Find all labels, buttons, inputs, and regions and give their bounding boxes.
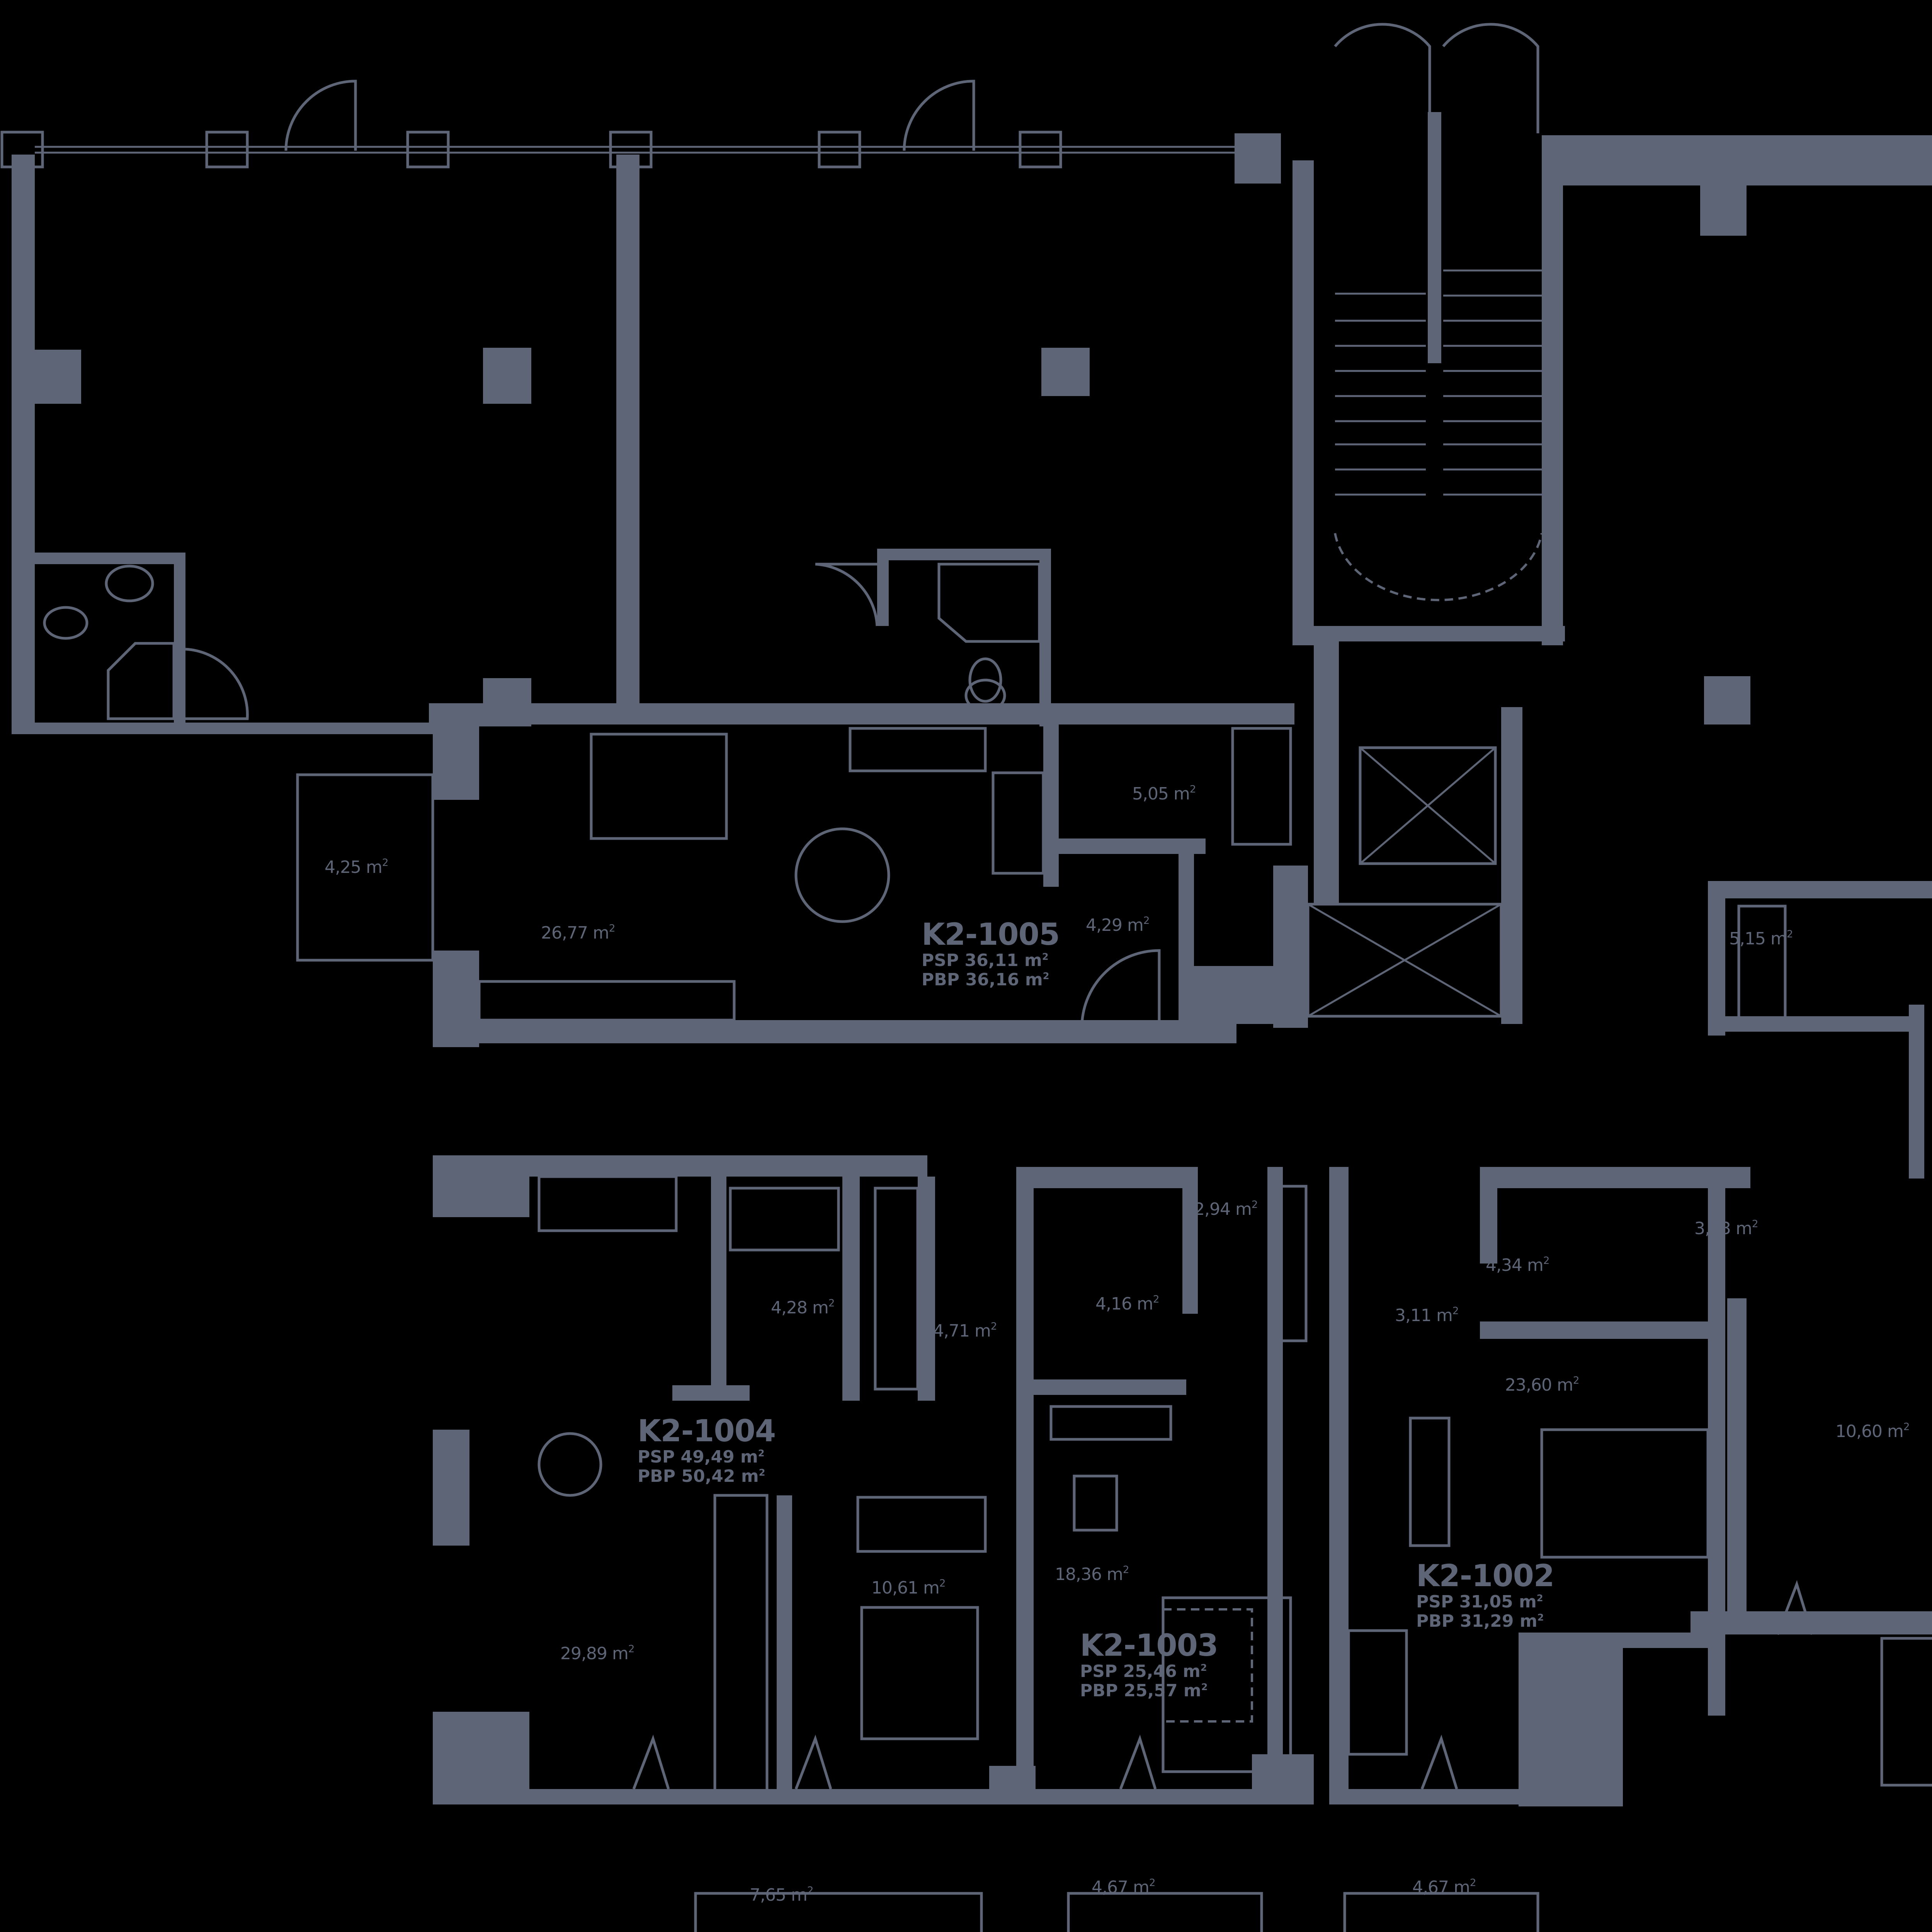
room-area-r1002-bath: 4,34 m2 — [1486, 1255, 1549, 1275]
unit-label-k2-1002[interactable]: K2-1002 PSP 31,05 m2 PBP 31,29 m2 — [1416, 1561, 1554, 1630]
unit-psp: PSP 36,11 m2 — [922, 951, 1049, 970]
stair-core — [1235, 23, 1932, 1028]
unit-label-k2-1004[interactable]: K2-1004 PSP 49,49 m2 PBP 50,42 m2 — [638, 1416, 776, 1485]
room-area-r1002-living: 23,60 m2 — [1505, 1375, 1579, 1395]
unit-k2-1002 — [1329, 1167, 1750, 1932]
unit-pbp: PBP 50,42 m2 — [638, 1466, 765, 1486]
unit-pbp: PBP 25,57 m2 — [1080, 1681, 1208, 1701]
room-area-r1004-hall: 4,71 m2 — [933, 1321, 997, 1341]
room-area-r1003-hall: 2,94 m2 — [1194, 1199, 1258, 1219]
room-area-r1003-living: 18,36 m2 — [1055, 1564, 1129, 1584]
room-area-r1002-hall: 3,11 m2 — [1395, 1305, 1459, 1325]
room-area-r1004-living: 29,89 m2 — [560, 1643, 634, 1663]
unit-psp: PSP 25,46 m2 — [1080, 1662, 1207, 1681]
unit-code: K2-1005 — [922, 917, 1060, 952]
unit-pbp: PBP 31,29 m2 — [1416, 1611, 1544, 1631]
unit-code: K2-1004 — [638, 1414, 776, 1449]
unit-pbp: PBP 36,16 m2 — [922, 970, 1049, 990]
commercial-right-walls — [1700, 185, 1750, 724]
room-area-r1004-bedroom: 10,61 m2 — [871, 1578, 946, 1598]
unit-k2-1003 — [1016, 1167, 1314, 1932]
unit-k2-1005 — [296, 703, 1294, 1047]
unit-psp: PSP 49,49 m2 — [638, 1447, 765, 1467]
room-area-r1005-living: 26,77 m2 — [541, 923, 615, 943]
unit-label-k2-1003[interactable]: K2-1003 PSP 25,46 m2 PBP 25,57 m2 — [1080, 1631, 1218, 1699]
room-area-r1003-bath: 4,16 m2 — [1095, 1294, 1159, 1314]
room-area-r1005-hall: 4,29 m2 — [1086, 915, 1150, 935]
unit-k2-1004 — [433, 1155, 1036, 1932]
room-area-r1001-bath: 5,15 m2 — [1729, 929, 1793, 949]
room-area-r1002-balcony: 4,67 m2 — [1412, 1877, 1476, 1897]
unit-psp: PSP 31,05 m2 — [1416, 1592, 1543, 1612]
room-area-r1005-bath: 5,05 m2 — [1132, 784, 1196, 804]
room-area-r1001-hall: 3,93 m2 — [1694, 1218, 1758, 1238]
unit-label-k2-1005[interactable]: K2-1005 PSP 36,11 m2 PBP 36,16 m2 — [922, 920, 1060, 988]
stairs-right-flight — [1443, 269, 1542, 496]
room-area-r1005-stairs: 4,25 m2 — [325, 857, 388, 877]
room-area-r1004-balcony: 7,65 m2 — [750, 1885, 813, 1905]
room-area-r1003-balcony: 4,67 m2 — [1092, 1877, 1155, 1897]
unit-code: K2-1002 — [1416, 1559, 1554, 1594]
unit-k2-1001 — [1690, 881, 1932, 1787]
room-area-r1001-bedroom: 10,60 m2 — [1835, 1421, 1910, 1441]
stairs-left-flight — [1335, 293, 1426, 496]
unit-code: K2-1003 — [1080, 1628, 1218, 1663]
room-area-r1004-bath: 4,28 m2 — [771, 1298, 835, 1318]
commercial-left-walls — [0, 80, 1236, 734]
